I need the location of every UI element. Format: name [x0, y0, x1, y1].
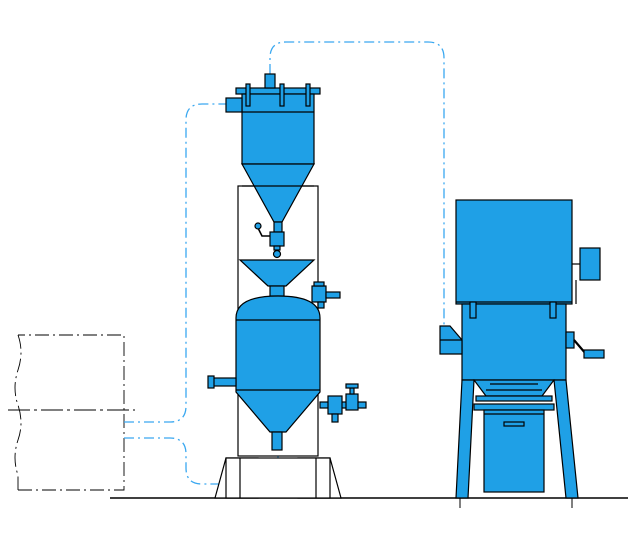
funnel-fitting-body — [311, 285, 327, 303]
vessel-right-valve-cap — [345, 383, 359, 389]
machine-rail-mid — [473, 403, 555, 411]
upper-hopper-top-nozzle — [264, 73, 276, 89]
machine-crank-hub — [565, 331, 575, 349]
hopper-drop-ball — [272, 249, 282, 259]
vessel-left-nozzle — [211, 377, 237, 387]
machine-bolt-2 — [549, 301, 557, 319]
pressure-vessel — [207, 295, 367, 451]
bin-handle — [503, 421, 525, 427]
machine-upper-cabinet — [455, 199, 573, 305]
machine-rail-top — [475, 395, 553, 402]
collection-bin — [483, 409, 545, 493]
vessel-right-valve-stem — [349, 387, 355, 395]
pipe-to-machine — [269, 41, 445, 326]
machine-discharge-hopper — [472, 379, 556, 397]
machine-leg-right — [553, 379, 579, 499]
pipe-to-upper-hopper — [124, 103, 228, 423]
frame-base-plate — [225, 457, 331, 499]
upper-hopper-body — [241, 93, 315, 165]
hopper-valve-handle — [257, 227, 270, 237]
upper-hopper-stud-3 — [305, 83, 311, 107]
vessel-outlet — [271, 431, 283, 451]
vessel-right-valve-pipe — [319, 401, 367, 409]
machine-leg-left — [455, 379, 475, 499]
vessel-body — [235, 295, 321, 433]
vessel-left-nozzle-flange — [207, 375, 215, 389]
funnel-body — [238, 259, 316, 287]
hopper-valve-body — [269, 231, 285, 247]
funnel-fitting-stem — [317, 301, 325, 309]
hopper-valve-knob — [254, 222, 262, 230]
funnel-fitting-cap — [313, 281, 325, 287]
processing-machine — [439, 199, 605, 499]
hopper-valve-stem — [273, 221, 283, 233]
bin-body — [483, 409, 545, 493]
upper-hopper-stud-1 — [245, 83, 251, 107]
vessel-right-valve-body-2 — [345, 393, 359, 411]
machine-bolt-1 — [469, 301, 477, 319]
upper-hopper — [225, 73, 321, 259]
ground-ticks — [459, 498, 573, 508]
machine-control-box — [579, 247, 601, 281]
vessel-right-valve-lower — [331, 413, 339, 423]
funnel-fitting-pipe — [325, 291, 341, 299]
source-container — [8, 334, 135, 491]
upper-hopper-side-nozzle — [225, 97, 243, 113]
machine-lower-body — [461, 303, 567, 381]
upper-hopper-stud-2 — [279, 83, 285, 107]
funnel-neck — [269, 285, 285, 297]
machine-crank-grip — [583, 349, 605, 359]
intermediate-funnel — [238, 259, 341, 309]
hopper-valve-lower — [273, 245, 281, 251]
vessel-right-valve-body — [327, 395, 343, 415]
source-container-outline — [14, 334, 125, 491]
